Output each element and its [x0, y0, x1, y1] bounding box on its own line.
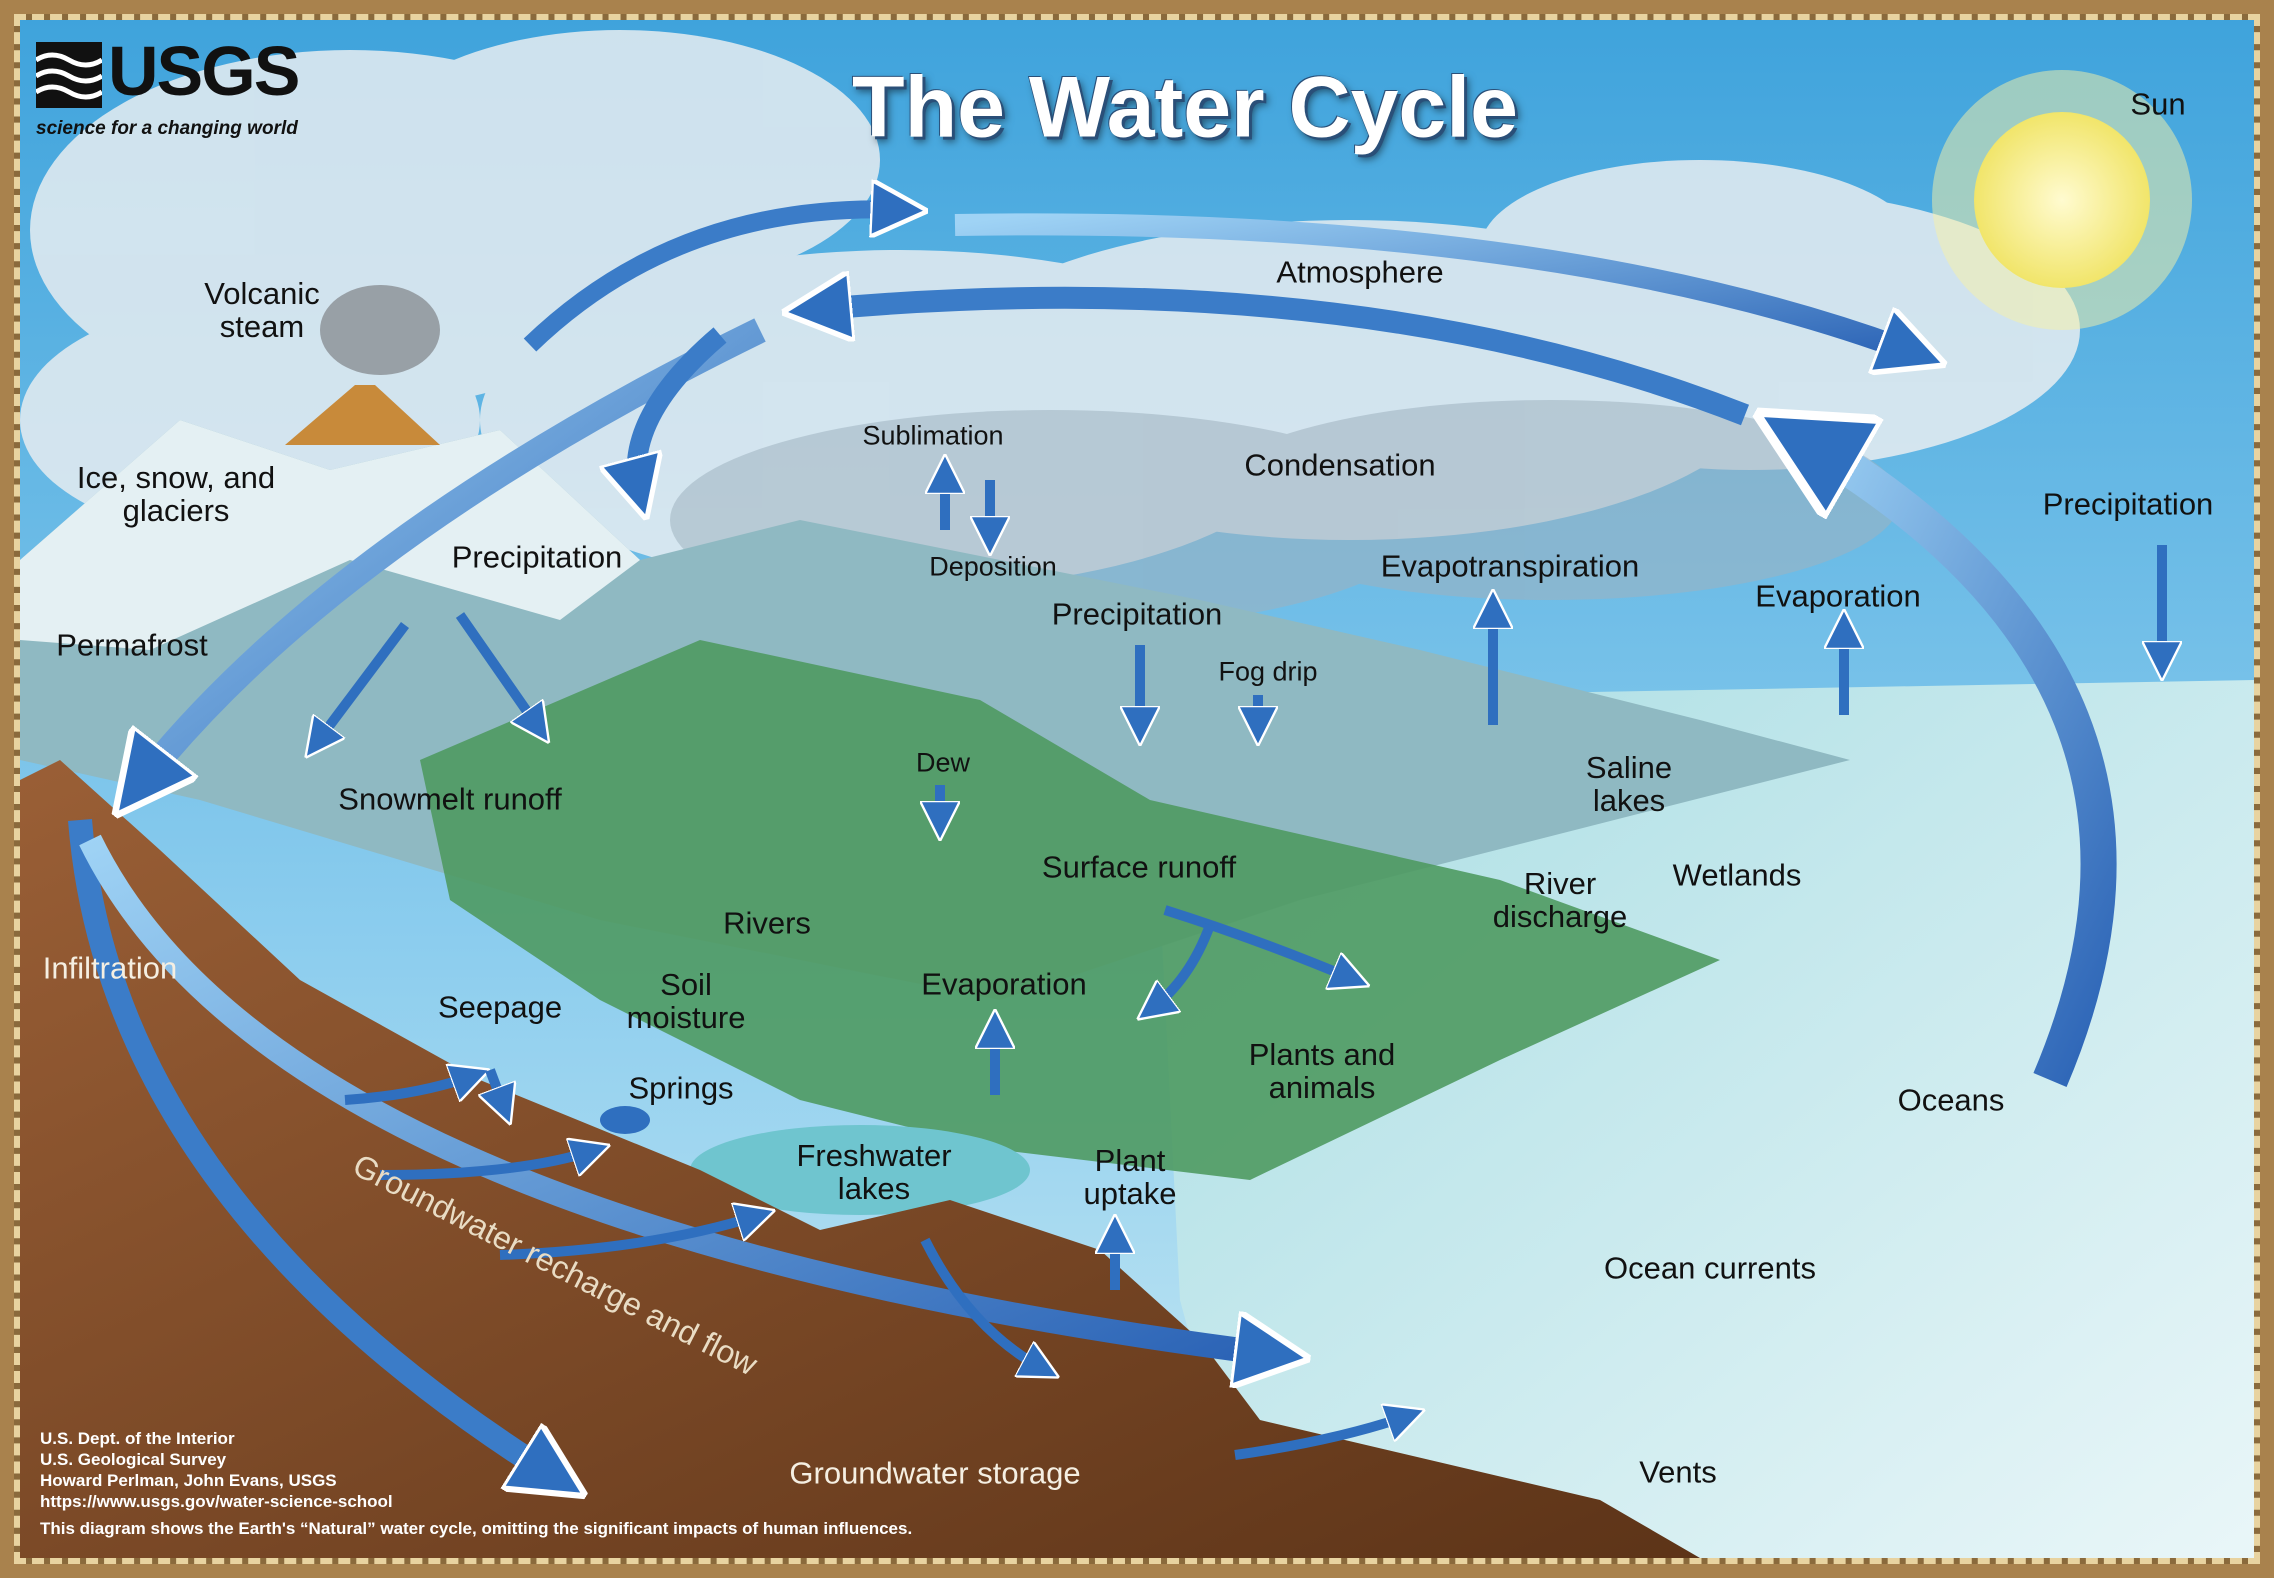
label-infiltration: Infiltration	[42, 950, 178, 986]
volcano	[285, 385, 440, 445]
label-freshwater-lakes: Freshwater lakes	[796, 1138, 952, 1206]
arrow-precipitation-curve	[637, 327, 727, 495]
label-volcanic-steam: Volcanic steam	[204, 276, 320, 344]
vegetation	[420, 640, 1720, 1180]
spring-pool	[600, 1106, 650, 1134]
small-arrows	[315, 470, 2162, 1460]
label-groundwater-storage: Groundwater storage	[789, 1455, 1081, 1491]
label-atmosphere: Atmosphere	[1276, 254, 1444, 290]
label-precipitation-center: Precipitation	[1051, 596, 1223, 632]
label-dew: Dew	[915, 747, 971, 778]
volcanic-steam-plume	[320, 285, 440, 375]
label-evapotranspiration: Evapotranspiration	[1380, 548, 1640, 584]
credit-line: U.S. Geological Survey	[40, 1450, 227, 1469]
credit-disclaimer: This diagram shows the Earth's “Natural”…	[40, 1519, 913, 1538]
credit-line: U.S. Dept. of the Interior	[40, 1429, 235, 1448]
arrow-surface-runoff-lake	[1150, 923, 1215, 1010]
arrow-springs	[379, 1150, 595, 1180]
label-springs: Springs	[628, 1070, 734, 1106]
label-surface-runoff: Surface runoff	[1041, 849, 1237, 885]
label-river-discharge: River discharge	[1492, 866, 1628, 934]
arrow-lake-to-groundwater	[920, 1237, 1045, 1370]
label-evaporation-sea: Evaporation	[1755, 578, 1921, 614]
label-evaporation-lake: Evaporation	[921, 966, 1087, 1002]
arrow-vents	[1234, 1415, 1410, 1460]
label-soil-moisture: Soil moisture	[626, 967, 746, 1035]
label-precipitation-right: Precipitation	[2042, 486, 2214, 522]
freshwater-lake	[690, 1125, 1030, 1215]
arrow-oceans-evaporation	[1795, 435, 2117, 1088]
arrow-up-from-volcano	[523, 209, 905, 352]
label-rivers: Rivers	[723, 905, 811, 941]
usgs-tagline: science for a changing world	[36, 118, 298, 139]
arrow-snowmelt-2	[455, 612, 540, 730]
arrow-seepage-2	[490, 1068, 505, 1110]
label-vents: Vents	[1639, 1454, 1717, 1490]
atmosphere-arrow-upper-right	[954, 213, 1920, 355]
label-plant-uptake: Plant uptake	[1083, 1143, 1177, 1211]
label-saline-lakes: Saline lakes	[1585, 750, 1673, 818]
diagram-title: The Water Cycle	[852, 59, 1518, 156]
arrow-atmosphere-to-mountains	[135, 318, 766, 790]
arrow-infiltration-to-ocean	[79, 834, 1280, 1355]
usgs-wave-icon	[36, 42, 102, 108]
label-wetlands: Wetlands	[1672, 857, 1802, 893]
credit-line: https://www.usgs.gov/water-science-schoo…	[40, 1492, 393, 1511]
label-ocean-currents: Ocean currents	[1604, 1250, 1816, 1286]
label-plants-and-animals: Plants and animals	[1248, 1037, 1396, 1105]
label-snowmelt-runoff: Snowmelt runoff	[338, 781, 562, 817]
usgs-wordmark: USGS	[108, 32, 300, 110]
label-condensation: Condensation	[1244, 447, 1436, 483]
label-oceans: Oceans	[1897, 1082, 2005, 1118]
sun	[1932, 70, 2192, 330]
label-deposition: Deposition	[929, 551, 1057, 582]
label-ice-snow-glaciers: Ice, snow, and glaciers	[76, 460, 276, 528]
label-seepage: Seepage	[437, 989, 563, 1025]
arrow-snowmelt-1	[315, 622, 409, 745]
arrow-infiltration-big	[68, 819, 560, 1480]
label-permafrost: Permafrost	[56, 627, 208, 663]
arrow-groundwater-lake	[499, 1215, 760, 1260]
credits-block: U.S. Dept. of the Interior U.S. Geologic…	[40, 1428, 912, 1539]
label-sublimation: Sublimation	[862, 420, 1004, 451]
label-sun: Sun	[2130, 86, 2186, 122]
atmosphere-arrow-to-left	[810, 298, 1750, 426]
label-fog-drip: Fog drip	[1218, 656, 1318, 687]
arrow-seepage-1	[344, 1075, 475, 1105]
credit-line: Howard Perlman, John Evans, USGS	[40, 1471, 337, 1490]
land-cross-section	[20, 760, 1700, 1558]
label-precipitation-left: Precipitation	[451, 539, 623, 575]
arrow-surface-runoff	[1163, 905, 1355, 980]
